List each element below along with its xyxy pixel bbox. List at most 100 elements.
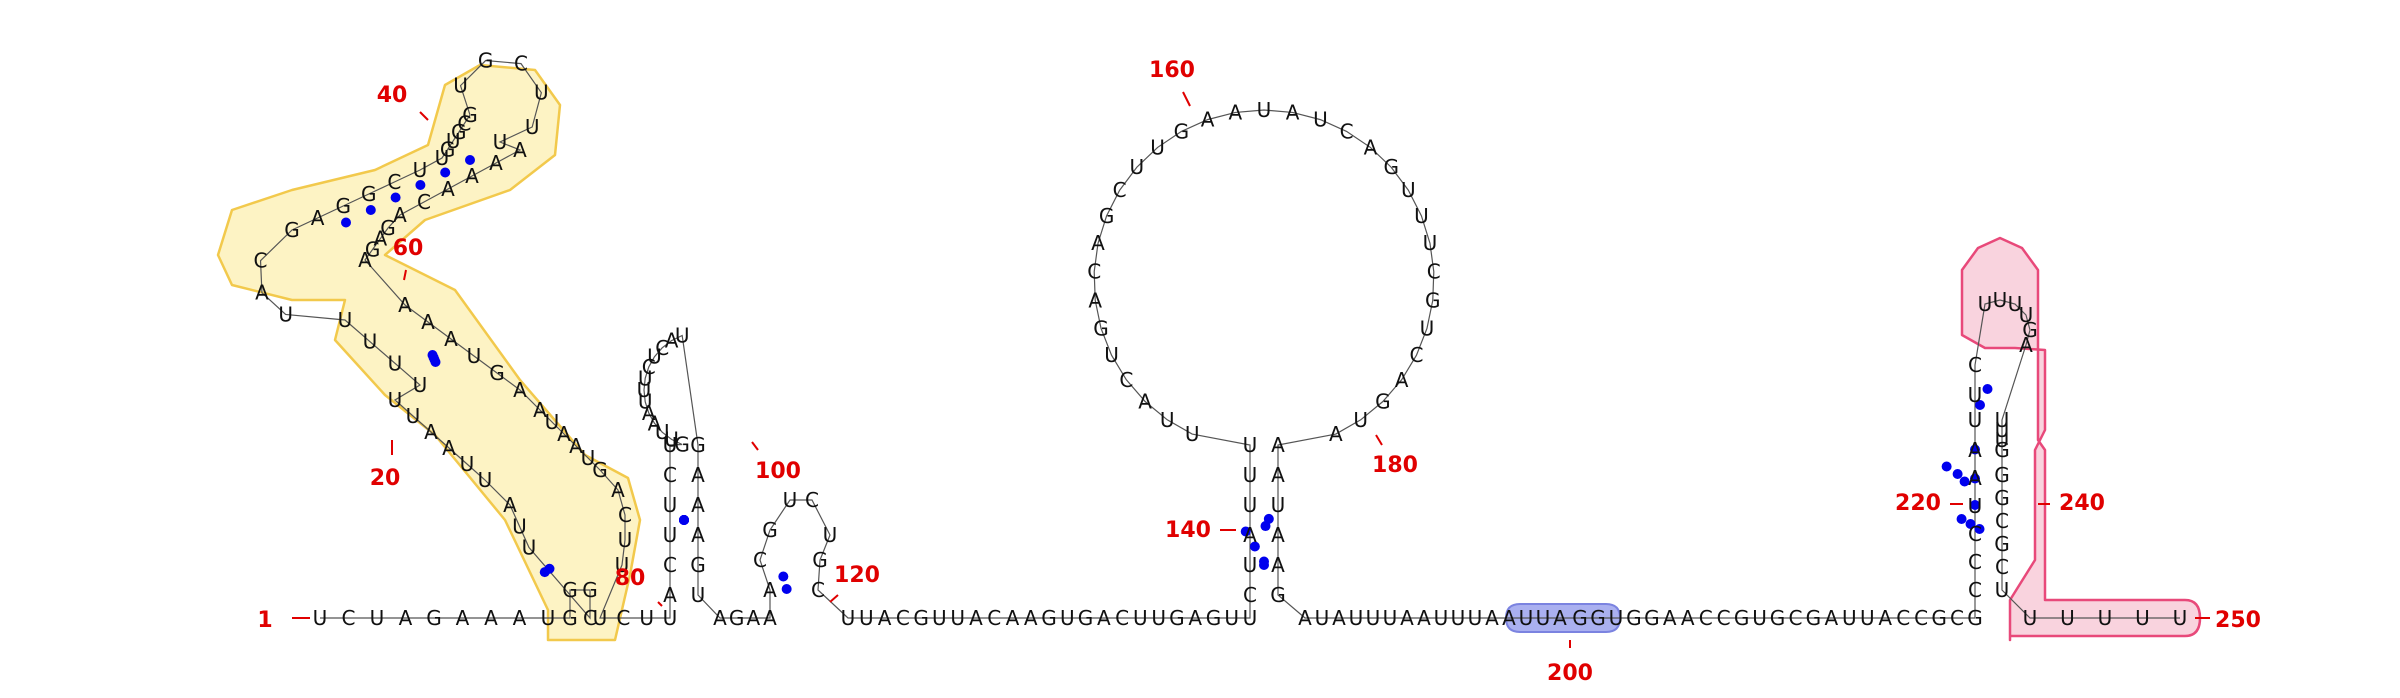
highlight-region-pink-hairpin <box>1960 236 2202 642</box>
nucleotide-n99: A <box>691 493 705 517</box>
nucleotide-n150: A <box>1088 288 1102 312</box>
nucleotide-n153: G <box>1099 204 1115 228</box>
nucleotide-n66: A <box>557 422 571 446</box>
nucleotide-n162: U <box>1313 108 1328 132</box>
nucleotide-n183: A <box>1298 606 1312 630</box>
nucleotide-n168: U <box>1423 231 1438 255</box>
backbone-line <box>259 59 2180 620</box>
nucleotide-n213: A <box>1825 606 1839 630</box>
nucleotide-n61: U <box>467 344 482 368</box>
nucleotide-n57: A <box>358 248 372 272</box>
base-pair-dot <box>1956 514 1967 524</box>
position-label-80: 80 <box>615 566 646 591</box>
nucleotide-n86: U <box>655 420 670 444</box>
nucleotide-n22: U <box>388 388 403 412</box>
nucleotide-n91: U <box>638 366 653 390</box>
nucleotide-n189: A <box>1400 606 1414 630</box>
nucleotide-n83: U <box>663 433 678 457</box>
nucleotide-n231: U <box>1978 292 1993 316</box>
nucleotide-n139: U <box>1243 553 1258 577</box>
nucleotide-n249: U <box>2098 606 2113 630</box>
nucleotide-n158: A <box>1201 108 1215 132</box>
position-label-140: 140 <box>1165 518 1211 543</box>
nucleotide-n205: A <box>1681 606 1695 630</box>
nucleotide-n2: C <box>342 606 356 630</box>
nucleotide-n64: A <box>533 398 547 422</box>
nucleotide-n223: C <box>1968 550 1982 574</box>
nucleotide-n87: A <box>648 411 662 435</box>
nucleotide-n123: C <box>987 606 1001 630</box>
nucleotide-n246: U <box>1995 578 2010 602</box>
position-label-1: 1 <box>257 608 272 633</box>
nucleotide-n228: U <box>1968 408 1983 432</box>
nucleotide-n174: G <box>1375 390 1391 414</box>
nucleotide-n37: G <box>440 137 456 161</box>
nucleotide-n218: C <box>1914 606 1928 630</box>
nucleotide-n175: U <box>1353 408 1368 432</box>
nucleotide-n177: A <box>1271 433 1285 457</box>
nucleotide-n98: A <box>691 463 705 487</box>
nucleotide-n46: U <box>525 115 540 139</box>
position-label-200: 200 <box>1547 661 1593 686</box>
nucleotide-n78: A <box>663 583 677 607</box>
nucleotide-n75: C <box>616 606 630 630</box>
position-tick-80 <box>657 601 663 607</box>
nucleotide-n96: U <box>675 323 690 347</box>
position-tick-100 <box>751 441 759 451</box>
nucleotide-n116: U <box>859 606 874 630</box>
nucleotide-n16: A <box>503 493 517 517</box>
nucleotide-n164: A <box>1364 135 1378 159</box>
nucleotide-n238: U <box>1995 418 2010 442</box>
nucleotide-n154: C <box>1113 178 1127 202</box>
nucleotide-n80: U <box>663 523 678 547</box>
nucleotide-n114: C <box>811 578 825 602</box>
nucleotide-n11: G <box>562 578 578 602</box>
nucleotide-n170: G <box>1425 288 1441 312</box>
nucleotide-n190: A <box>1417 606 1431 630</box>
nucleotide-n176: A <box>1329 422 1343 446</box>
nucleotide-n191: U <box>1434 606 1449 630</box>
position-label-160: 160 <box>1149 58 1195 83</box>
nucleotide-n110: U <box>783 488 798 512</box>
nucleotide-n68: U <box>581 446 596 470</box>
nucleotide-n203: G <box>1644 606 1660 630</box>
nucleotide-n4: A <box>399 606 413 630</box>
nucleotide-n10: G <box>562 606 578 630</box>
nucleotide-n121: U <box>950 606 965 630</box>
nucleotide-n102: U <box>691 583 706 607</box>
nucleotide-n48: A <box>513 138 527 162</box>
nucleotide-n23: U <box>413 373 428 397</box>
nucleotide-n182: G <box>1270 583 1286 607</box>
nucleotide-n211: C <box>1788 606 1802 630</box>
backbone <box>259 59 2180 620</box>
base-pair-dot <box>1259 560 1269 570</box>
base-pair-dot <box>1240 526 1251 537</box>
nucleotide-n20: A <box>424 420 438 444</box>
nucleotide-n49: A <box>489 151 503 175</box>
nucleotide-n105: A <box>746 606 760 630</box>
nucleotide-n166: U <box>1401 178 1416 202</box>
nucleotide-n126: G <box>1041 606 1057 630</box>
nucleotide-n7: A <box>484 606 498 630</box>
nucleotide-n81: U <box>663 493 678 517</box>
nucleotide-n156: U <box>1150 135 1165 159</box>
nucleotide-n14: U <box>522 536 537 560</box>
nucleotide-n15: U <box>512 514 527 538</box>
nucleotide-n67: A <box>569 434 583 458</box>
nucleotide-n42: U <box>453 74 468 98</box>
nucleotide-n138: C <box>1243 583 1257 607</box>
nucleotide-n224: C <box>1968 522 1982 546</box>
nucleotide-n219: G <box>1931 606 1947 630</box>
nucleotide-n117: A <box>878 606 892 630</box>
base-pair-dot <box>1965 519 1976 529</box>
nucleotides: UCUAGAAAUGGGCUUAUUAAUUUUUUUACGAGGCUUGUGC… <box>254 49 2188 630</box>
nucleotide-n100: A <box>691 523 705 547</box>
base-pair-dot <box>365 205 376 215</box>
nucleotide-n97: G <box>690 433 706 457</box>
nucleotide-n36: U <box>435 146 450 170</box>
nucleotide-n109: G <box>762 518 778 542</box>
position-tick-40 <box>419 111 429 121</box>
base-pair-dot <box>679 515 689 525</box>
nucleotide-n118: C <box>896 606 910 630</box>
nucleotide-n197: U <box>1536 606 1551 630</box>
